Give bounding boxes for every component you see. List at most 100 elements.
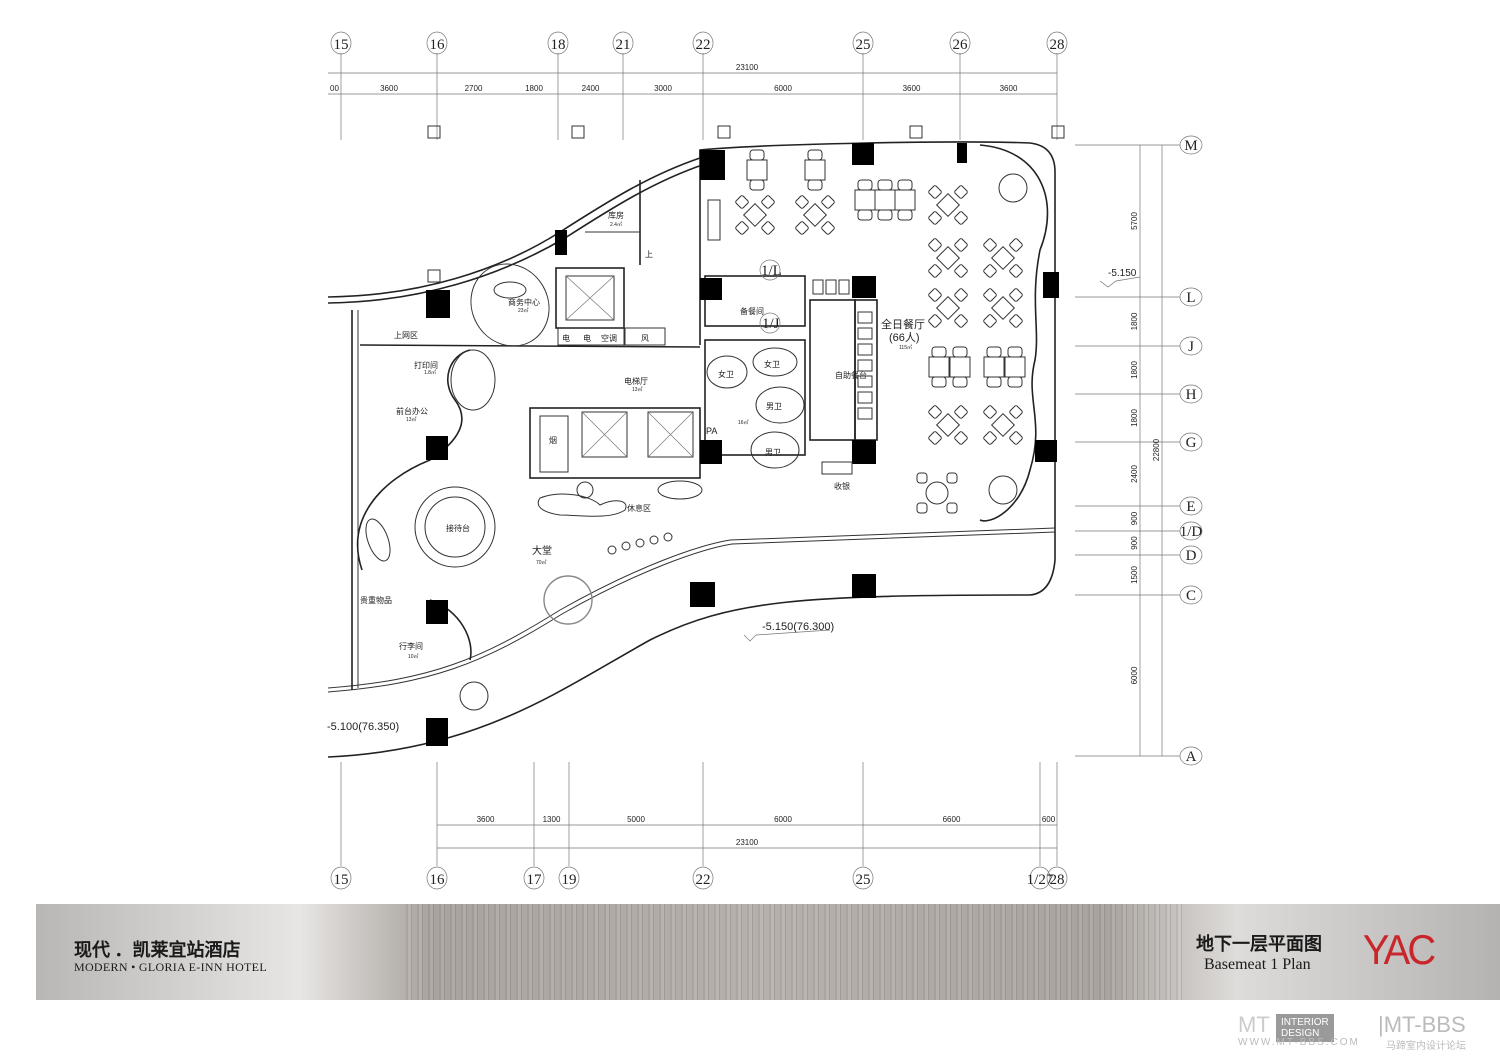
- axis-bubble: [1179, 746, 1203, 766]
- dimension-right-total: 22800: [1152, 438, 1161, 461]
- planter: [607, 545, 617, 555]
- chair: [1009, 431, 1023, 445]
- column: [555, 230, 567, 255]
- axis-bubble: [1179, 135, 1203, 155]
- chair: [857, 209, 873, 221]
- axis-bubble: [1179, 496, 1203, 516]
- counter-unit: [812, 279, 824, 295]
- table-four-seat: [983, 288, 1023, 328]
- table: [802, 202, 828, 228]
- buffet-tray: [857, 407, 873, 420]
- column: [1043, 272, 1059, 298]
- dimension-right: 1800: [1130, 409, 1139, 427]
- dimension-top: 00: [330, 84, 339, 93]
- axis-bubble: [852, 31, 874, 55]
- chair: [928, 314, 942, 328]
- plan-title-en: Basemeat 1 Plan: [1204, 956, 1311, 973]
- buffet-tray: [857, 311, 873, 324]
- table: [925, 481, 949, 505]
- chair: [983, 405, 997, 419]
- table: [990, 412, 1016, 438]
- axis-bubble: [692, 31, 714, 55]
- axis-label-top: 25: [856, 37, 871, 53]
- round-table: [988, 475, 1018, 505]
- chair: [916, 502, 928, 514]
- axis-label-bottom: 28: [1050, 872, 1065, 888]
- dimension-top: 3000: [654, 84, 672, 93]
- axis-label-bottom: 19: [562, 872, 577, 888]
- chair: [795, 221, 809, 235]
- axis-label-bottom: 15: [334, 872, 349, 888]
- label-women-wc-1: 女卫: [718, 369, 734, 379]
- label-elevator-hall: 电梯厅: [624, 376, 648, 386]
- grid-marker: [427, 125, 441, 139]
- axis-label-right: M: [1184, 138, 1197, 154]
- column: [700, 440, 722, 464]
- label-lobby: 大堂: [532, 544, 552, 557]
- label-lounge: 休息区: [627, 503, 651, 513]
- axis-bubble: [330, 866, 352, 890]
- chair: [735, 221, 749, 235]
- axis-label-right: H: [1186, 387, 1197, 403]
- axis-label-right: G: [1186, 435, 1197, 451]
- label-internet-area: 上网区: [394, 331, 418, 340]
- chair: [946, 472, 958, 484]
- dimension-bottom: 600: [1042, 815, 1056, 824]
- chair: [952, 376, 968, 388]
- axis-bubble: [852, 866, 874, 890]
- chair: [807, 149, 823, 161]
- table: [928, 356, 950, 378]
- label-restaurant-area: 115㎡: [899, 344, 912, 351]
- axis-label-top: 16: [430, 37, 446, 53]
- grid-marker: [909, 125, 923, 139]
- toilet-pod: [752, 347, 798, 377]
- label-elevator-hall-area: 13㎡: [632, 386, 643, 393]
- watermark-url: WWW.MT-BBS.COM: [1238, 1037, 1360, 1048]
- label-luggage: 行李间: [399, 641, 423, 651]
- axis-label-right: E: [1186, 499, 1195, 515]
- axis-bubble: [1179, 521, 1203, 541]
- column: [426, 290, 450, 318]
- table: [935, 295, 961, 321]
- table-two-seat: [854, 179, 876, 221]
- label-pantry: 备餐间: [740, 306, 764, 316]
- dimension-top: 1800: [525, 84, 543, 93]
- dimension-right: 1800: [1130, 361, 1139, 379]
- label-sub-axis-1j: 1/J: [762, 316, 780, 332]
- chair: [986, 376, 1002, 388]
- chair: [931, 346, 947, 358]
- label-lobby-area: 70㎡: [536, 559, 547, 566]
- table: [874, 189, 896, 211]
- plan-title-cn: 地下一层平面图: [1196, 934, 1322, 954]
- buffet-tray: [857, 343, 873, 356]
- grid-marker: [571, 125, 585, 139]
- axis-bubble: [1179, 432, 1203, 452]
- axis-bubble: [1046, 866, 1068, 890]
- watermark-bbs: |MT-BBS: [1378, 1012, 1466, 1037]
- table-two-seat: [983, 346, 1005, 388]
- table-two-seat: [1004, 346, 1026, 388]
- chair: [954, 405, 968, 419]
- dimension-right: 6000: [1130, 666, 1139, 684]
- planter: [635, 538, 645, 548]
- chair: [954, 314, 968, 328]
- table: [742, 202, 768, 228]
- planter: [663, 532, 673, 542]
- label-vent: 风: [641, 334, 649, 343]
- chair: [954, 288, 968, 302]
- column: [1035, 440, 1057, 462]
- round-table: [916, 472, 958, 514]
- elevation-lower-left: -5.100(76.350): [327, 721, 399, 733]
- axis-bubble: [1029, 866, 1051, 890]
- label-valuables: 贵重物品: [360, 595, 392, 605]
- chair: [1009, 314, 1023, 328]
- counter-unit: [838, 279, 850, 295]
- chair: [983, 264, 997, 278]
- table-two-seat: [874, 179, 896, 221]
- chair: [761, 221, 775, 235]
- column: [690, 582, 715, 607]
- dimension-bottom-total: 23100: [736, 838, 759, 847]
- chair: [983, 431, 997, 445]
- watermark-cn: 马蹄室内设计论坛: [1386, 1041, 1466, 1052]
- chair: [749, 179, 765, 191]
